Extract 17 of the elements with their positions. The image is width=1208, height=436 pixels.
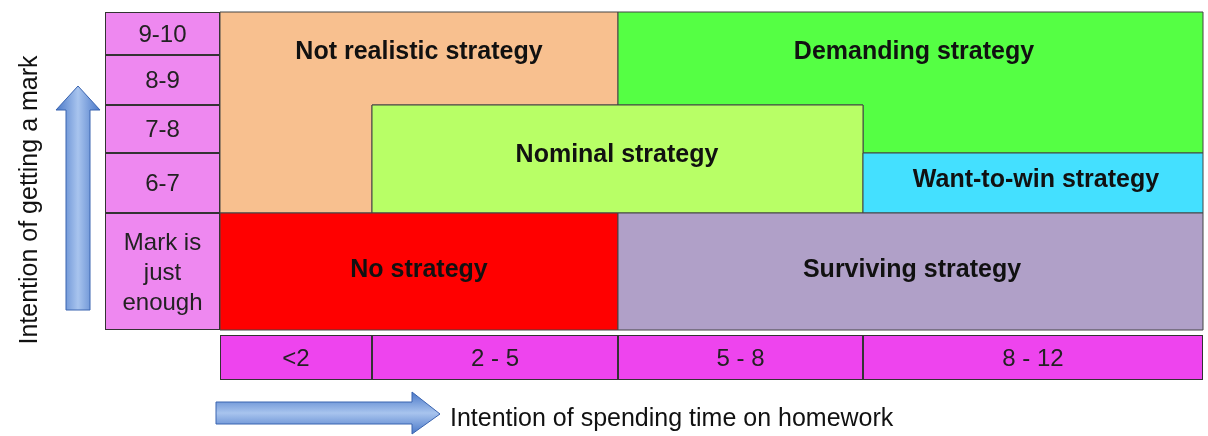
mark-cell: Mark is just enough [105,213,220,330]
time-cell: 5 - 8 [618,335,863,380]
time-cell: 2 - 5 [372,335,618,380]
strategy-name: Nominal strategy [515,138,719,168]
mark-cell: 9-10 [105,12,220,55]
strategy-name: Demanding strategy [793,35,1035,65]
strategy-name: No strategy [350,253,488,283]
mark-cell: 7-8 [105,105,220,153]
strategy-name: Surviving strategy [802,253,1022,283]
strategy-name: Want-to-win strategy [912,163,1160,193]
time-cell: <2 [220,335,372,380]
mark-cell: 8-9 [105,55,220,105]
strategy-name: Not realistic strategy [295,35,543,65]
time-cell: 8 - 12 [863,335,1203,380]
axis-title: Intention of getting a mark [13,55,43,345]
mark-cell: 6-7 [105,153,220,213]
axis-title: Intention of spending time on homework [450,403,894,432]
